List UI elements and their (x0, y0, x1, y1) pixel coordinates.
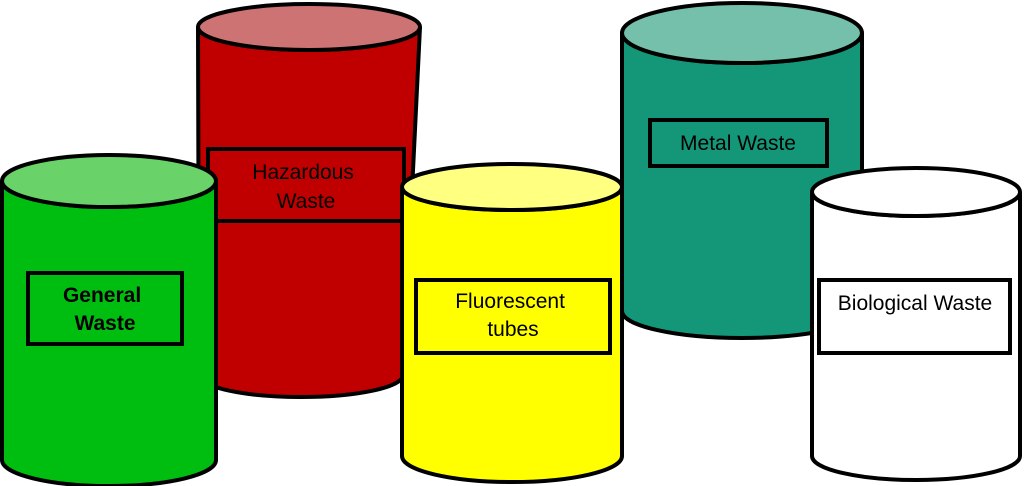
label-line: tubes (487, 318, 538, 341)
bin-metal-waste: Metal Waste (620, 1, 864, 340)
label-line: Biological Waste (838, 292, 992, 315)
bin-label-text: Biological Waste (838, 292, 992, 315)
bin-hazardous-waste: Hazardous Waste (196, 2, 422, 399)
bin-lid (0, 153, 218, 209)
label-line: Metal Waste (680, 132, 796, 155)
bin-label-text: Hazardous Waste (252, 161, 359, 213)
bin-lid (196, 2, 422, 52)
bin-lid (810, 166, 1022, 218)
label-line: General (63, 284, 141, 307)
bin-label-text: Metal Waste (680, 132, 796, 155)
bin-lid (620, 1, 864, 65)
bin-general-waste: General Waste (0, 153, 218, 486)
bin-label-text: Fluorescent tubes (455, 290, 571, 341)
label-box (414, 278, 612, 355)
label-line: Waste (277, 190, 336, 213)
label-box (26, 271, 184, 346)
label-box (648, 118, 829, 168)
label-box (817, 278, 1012, 355)
bin-body (810, 191, 1022, 482)
bin-fluorescent-tubes: Fluorescent tubes (400, 162, 624, 484)
label-line: Fluorescent (455, 290, 565, 313)
label-line: Hazardous (252, 161, 354, 184)
bin-label-text: General Waste (63, 284, 147, 335)
bin-lid (400, 162, 624, 212)
bin-biological-waste: Biological Waste (810, 166, 1022, 482)
label-line: Waste (74, 312, 135, 335)
